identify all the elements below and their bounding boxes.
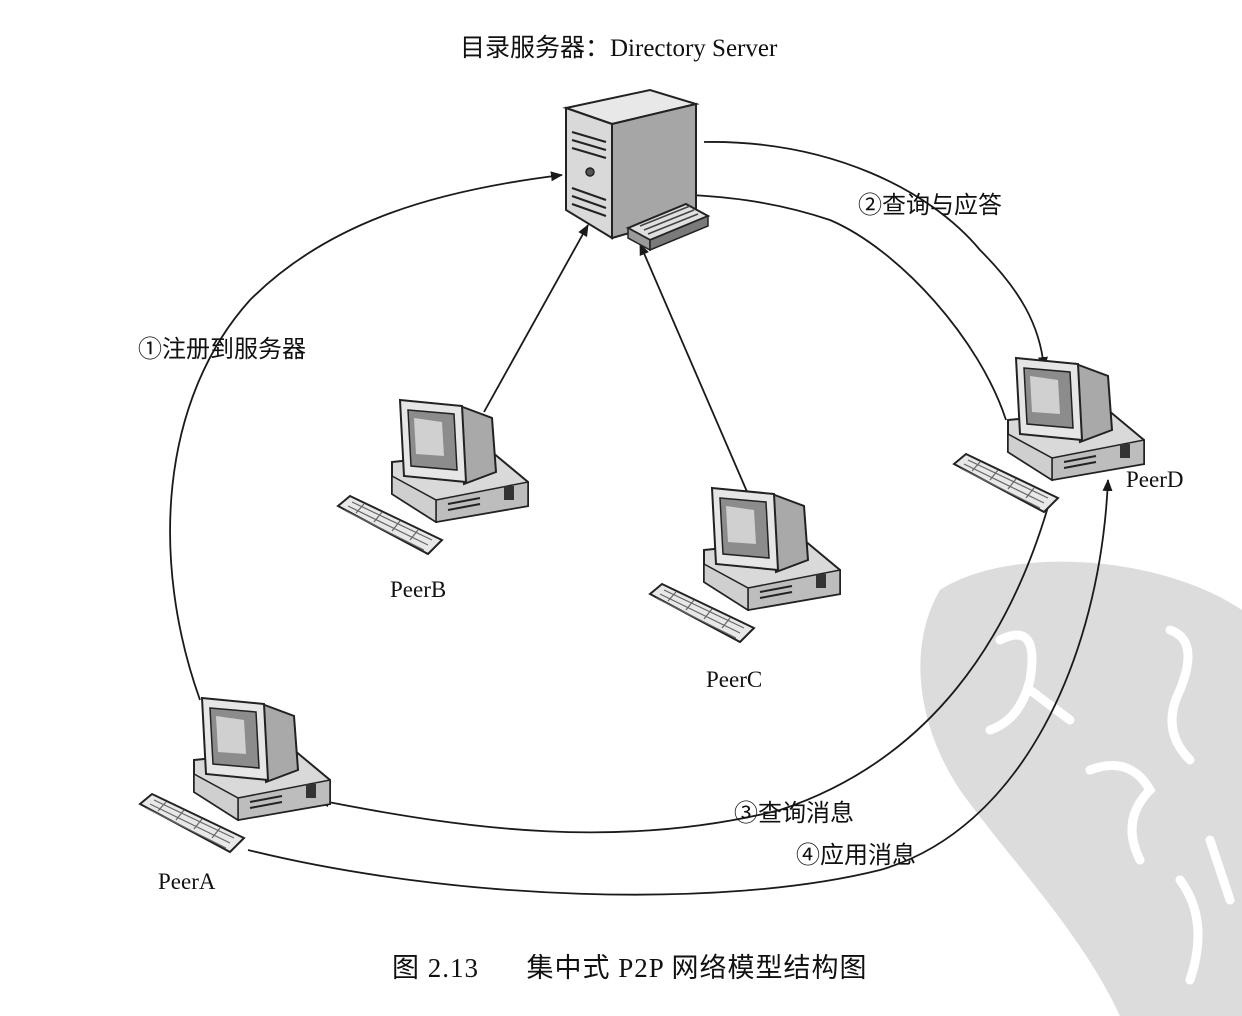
query-response-arrow [703,141,1048,369]
application-message-arrow [247,479,1113,896]
query-response-return-arrow [671,189,1007,421]
register-arrow [169,171,563,701]
peer-d-computer-icon [953,357,1145,513]
peer-a-computer-icon [139,697,331,853]
step-query-message-label: ③查询消息 [734,801,854,827]
server-tower-icon [562,88,711,252]
figure-caption: 图 2.13 集中式 P2P 网络模型结构图 [392,955,868,982]
peer-b-computer-icon [337,399,529,555]
server-label: 目录服务器：Directory Server [460,35,778,62]
watermark-seal [920,561,1242,1016]
peer-d-label: PeerD [1126,467,1184,492]
peer-c-label: PeerC [706,667,763,692]
peerc-to-server-arrow [639,243,749,495]
peerb-to-server-arrow [483,224,589,413]
peer-c-computer-icon [649,487,841,643]
peer-a-label: PeerA [158,869,216,894]
figure-title: 集中式 P2P 网络模型结构图 [526,953,868,983]
figure-number: 图 2.13 [392,953,479,983]
peer-b-label: PeerB [390,577,447,602]
query-message-arrow [317,499,1051,834]
step-register-label: ①注册到服务器 [138,337,306,363]
step-application-message-label: ④应用消息 [796,843,916,869]
step-query-response-label: ②查询与应答 [858,193,1002,219]
